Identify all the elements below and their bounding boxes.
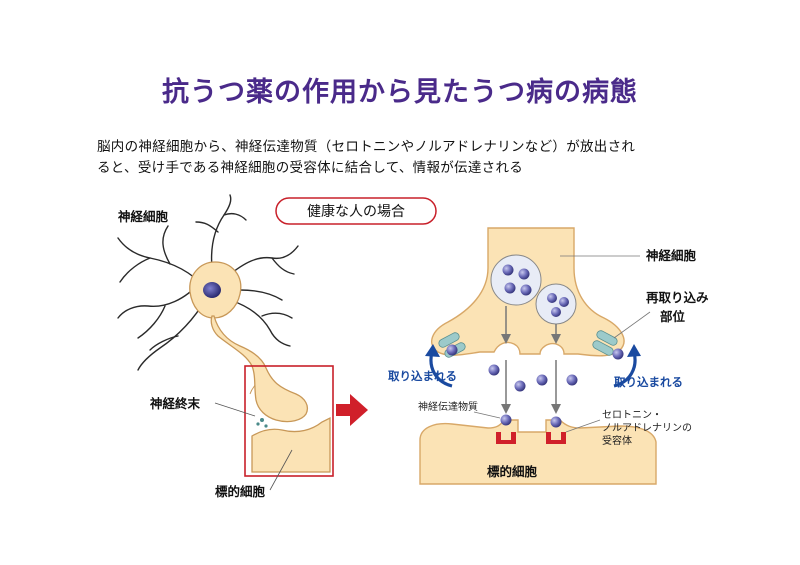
label-neuron-left: 神経細胞	[118, 209, 169, 224]
label-neuron-right: 神経細胞	[646, 248, 697, 263]
page-title: 抗うつ薬の作用から見たうつ病の病態	[162, 77, 638, 108]
nucleus-icon	[203, 282, 221, 298]
label-neurotransmitter: 神経伝達物質	[418, 400, 478, 413]
zoom-arrow-icon	[336, 394, 368, 426]
label-target-cell-left: 標的細胞	[215, 484, 266, 499]
label-reuptake-site-2: 部位	[660, 309, 686, 324]
label-reuptake-site-1: 再取り込み	[646, 290, 709, 305]
label-nerve-terminal: 神経終末	[150, 396, 201, 411]
label-receptor-1: セロトニン・	[602, 409, 662, 421]
label-taken-in-right: 取り込まれる	[614, 375, 683, 389]
description-line-1: 脳内の神経細胞から、神経伝達物質（セロトニンやノルアドレナリンなど）が放出され	[97, 139, 636, 155]
description: 脳内の神経細胞から、神経伝達物質（セロトニンやノルアドレナリンなど）が放出され …	[97, 137, 737, 179]
zoom-frame	[244, 365, 334, 477]
description-line-2: ると、受け手である神経細胞の受容体に結合して、情報が伝達される	[97, 160, 524, 176]
healthy-badge	[275, 197, 437, 225]
synapse-detail	[419, 227, 657, 485]
neuron-illustration	[117, 194, 331, 473]
label-target-cell-right: 標的細胞	[487, 464, 538, 479]
label-taken-in-left: 取り込まれる	[388, 369, 457, 383]
healthy-badge-label: 健康な人の場合	[307, 203, 405, 220]
label-receptor-3: 受容体	[602, 434, 632, 447]
label-receptor-2: ノルアドレナリンの	[602, 422, 692, 434]
